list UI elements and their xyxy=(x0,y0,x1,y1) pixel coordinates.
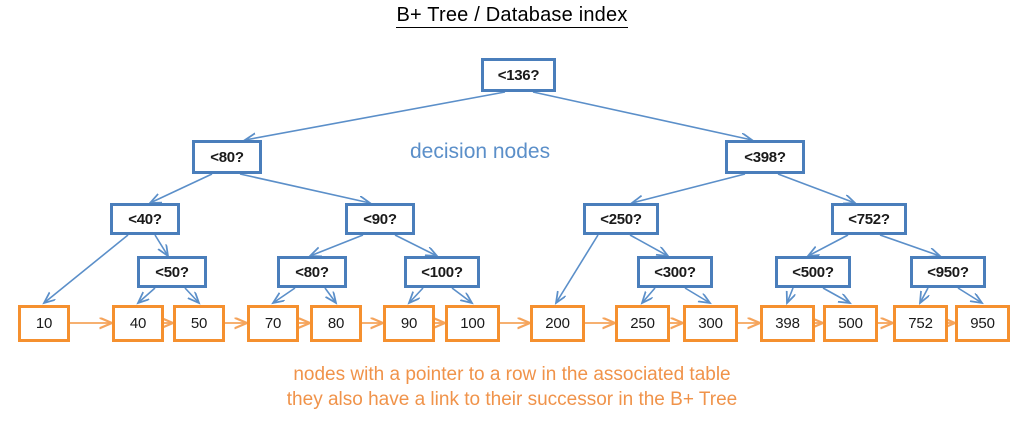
leaf-node[interactable]: 250 xyxy=(615,305,670,342)
decision-edge xyxy=(138,287,156,303)
leaf-node[interactable]: 50 xyxy=(173,305,225,342)
page-title: B+ Tree / Database index xyxy=(0,4,1024,28)
leaf-node[interactable]: 950 xyxy=(955,305,1010,342)
leaf-node[interactable]: 80 xyxy=(310,305,362,342)
decision-edge xyxy=(920,287,928,303)
decision-edge xyxy=(642,287,656,303)
decision-edge xyxy=(822,287,850,303)
leaf-caption-line-2: they also have a link to their successor… xyxy=(286,389,738,410)
decision-node[interactable]: <752? xyxy=(831,203,907,235)
decision-edge xyxy=(44,234,129,303)
leaf-node[interactable]: 70 xyxy=(247,305,299,342)
decision-nodes-annotation: decision nodes xyxy=(410,140,551,163)
decision-node[interactable]: <80? xyxy=(192,140,262,174)
leaf-node[interactable]: 752 xyxy=(893,305,948,342)
decision-edge xyxy=(777,173,855,203)
decision-edge xyxy=(310,234,364,256)
decision-edge xyxy=(451,287,472,303)
decision-node[interactable]: <50? xyxy=(137,256,207,288)
leaf-node[interactable]: 398 xyxy=(760,305,815,342)
decision-node[interactable]: <100? xyxy=(404,256,480,288)
page-title-text: B+ Tree / Database index xyxy=(396,4,628,28)
leaf-node[interactable]: 10 xyxy=(18,305,70,342)
decision-edge xyxy=(556,234,599,303)
decision-edge xyxy=(879,234,940,256)
decision-node[interactable]: <250? xyxy=(583,203,659,235)
leaf-node[interactable]: 500 xyxy=(823,305,878,342)
decision-edge xyxy=(239,173,370,203)
decision-node[interactable]: <500? xyxy=(775,256,851,288)
decision-edge xyxy=(629,234,668,256)
leaf-caption-line-1: nodes with a pointer to a row in the ass… xyxy=(293,364,731,385)
leaf-node[interactable]: 200 xyxy=(530,305,585,342)
leaf-node[interactable]: 100 xyxy=(445,305,500,342)
decision-edge xyxy=(957,287,982,303)
decision-edge xyxy=(273,287,296,303)
decision-node[interactable]: <950? xyxy=(910,256,986,288)
decision-edge xyxy=(632,173,746,203)
decision-edge xyxy=(324,287,336,303)
decision-edge xyxy=(532,91,752,140)
decision-node[interactable]: <90? xyxy=(345,203,415,235)
decision-edge xyxy=(184,287,199,303)
decision-edge xyxy=(684,287,710,303)
leaf-node[interactable]: 40 xyxy=(112,305,164,342)
decision-node[interactable]: <300? xyxy=(637,256,713,288)
decision-edge xyxy=(787,287,793,303)
decision-node[interactable]: <398? xyxy=(725,140,805,174)
decision-edge xyxy=(394,234,437,256)
decision-node[interactable]: <136? xyxy=(481,58,556,92)
decision-edge xyxy=(808,234,849,256)
decision-edge xyxy=(245,91,506,140)
decision-edge xyxy=(409,287,424,303)
decision-node[interactable]: <80? xyxy=(277,256,347,288)
leaf-node[interactable]: 90 xyxy=(383,305,435,342)
leaf-node[interactable]: 300 xyxy=(683,305,738,342)
decision-node[interactable]: <40? xyxy=(110,203,180,235)
decision-edge xyxy=(154,234,168,256)
decision-edge xyxy=(150,173,213,203)
